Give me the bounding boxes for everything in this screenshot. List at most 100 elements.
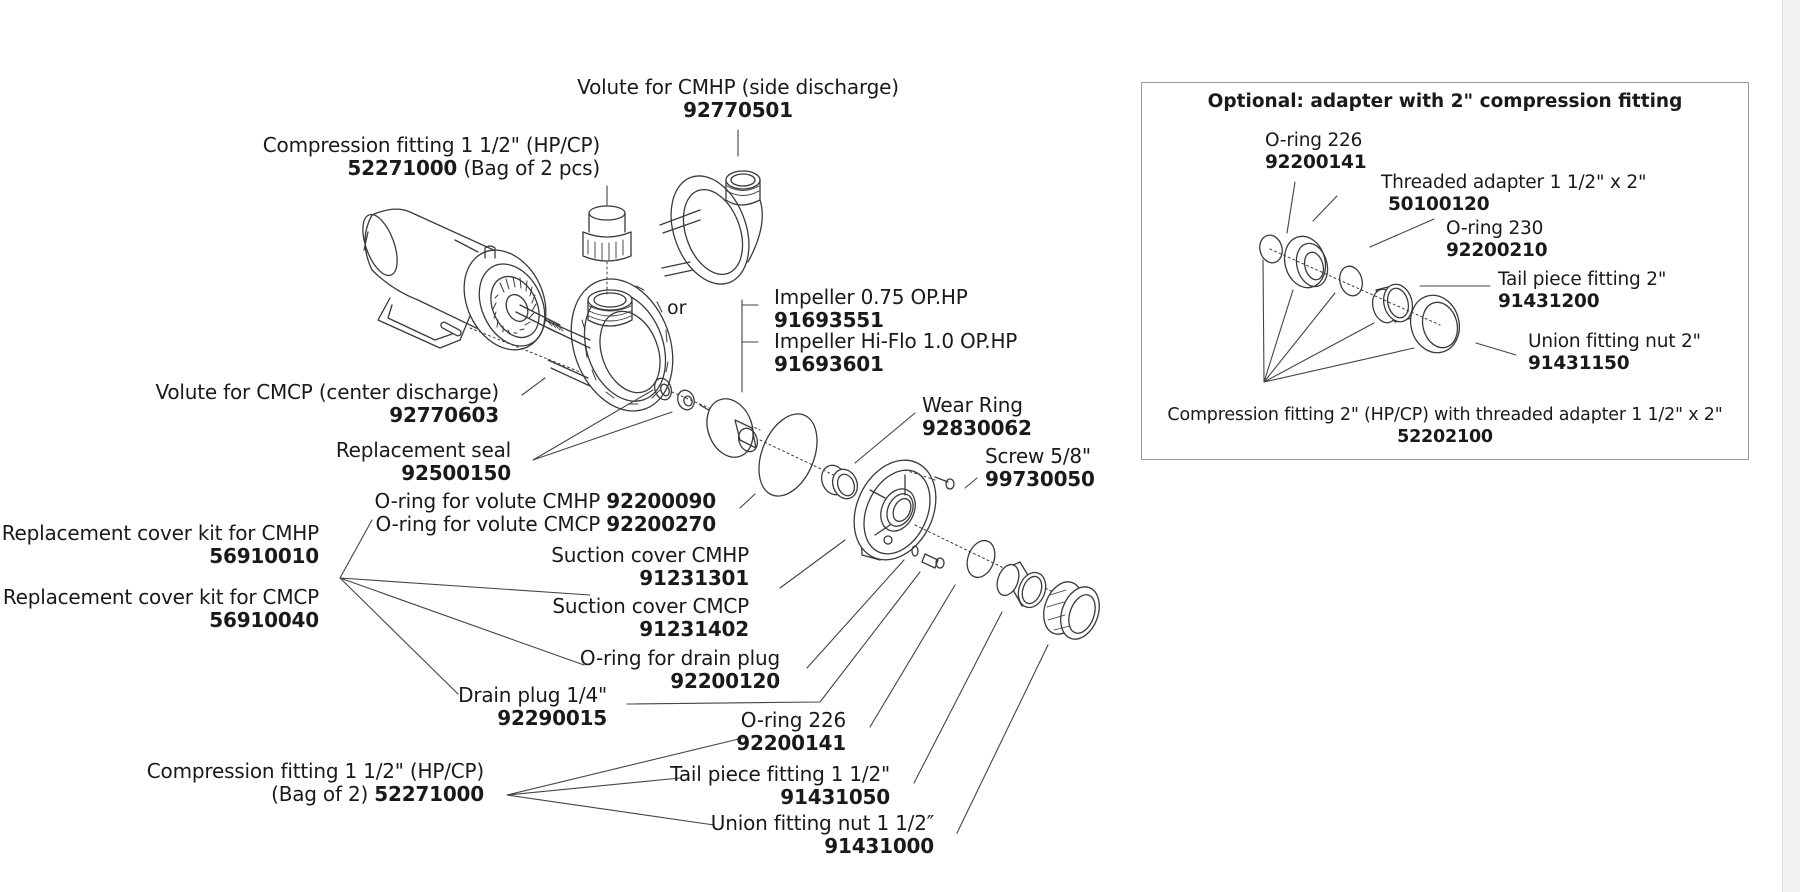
leader-lines (339, 129, 1049, 834)
part-name: Union fitting nut 1 1/2″ (710, 811, 934, 835)
part-number: 91231301 (639, 566, 749, 590)
vertical-scrollbar[interactable] (1782, 0, 1800, 892)
part-name: O-ring 226 (1265, 130, 1363, 151)
part-name: Screw 5/8" (985, 444, 1091, 468)
tailpiece-drawing (996, 561, 1047, 609)
part-note: (Bag of 2) (271, 782, 369, 806)
part-number: 56910040 (209, 608, 319, 632)
motor-drawing (362, 208, 564, 351)
part-name: Threaded adapter 1 1/2" x 2" (1381, 172, 1647, 193)
volute-cmhp-drawing (659, 170, 763, 285)
part-name: O-ring for drain plug (579, 646, 780, 670)
part-number: 92200141 (1265, 152, 1367, 173)
part-name: Compression fitting 1 1/2" (HP/CP) (262, 133, 600, 157)
part-number: 91431000 (824, 834, 934, 858)
label-suction-cmcp: Suction cover CMCP 91231402 (552, 595, 749, 641)
label-screw: Screw 5/8" 99730050 (985, 445, 1095, 491)
part-name: Replacement seal (335, 438, 511, 462)
volute-cmcp-drawing (544, 278, 674, 412)
part-number: 92200210 (1446, 240, 1548, 261)
impeller-drawing (699, 398, 759, 458)
label-union-nut-15: Union fitting nut 1 1/2″ 91431000 (711, 812, 934, 858)
seal-drawing (653, 377, 695, 411)
part-name: Drain plug 1/4" (458, 683, 607, 707)
optional-box-title: Optional: adapter with 2" compression fi… (1207, 91, 1683, 112)
oring-drain-drawing (911, 545, 919, 557)
label-opt-union-nut-2: Union fitting nut 2" 91431150 (1528, 331, 1701, 375)
label-impeller-hiflo: Impeller Hi-Flo 1.0 OP.HP 91693601 (774, 330, 1017, 376)
part-name: Impeller 0.75 OP.HP (774, 285, 968, 309)
label-opt-tailpiece-2: Tail piece fitting 2" 91431200 (1498, 269, 1666, 313)
label-volute-cmhp: Volute for CMHP (side discharge) 9277050… (538, 76, 938, 122)
wear-ring-drawing (820, 464, 859, 500)
label-oring-volute: O-ring for volute CMHP 92200090 O-ring f… (374, 490, 716, 536)
part-number: 92830062 (922, 416, 1032, 440)
label-impeller-075: Impeller 0.75 OP.HP 91693551 (774, 286, 968, 332)
part-number: 50100120 (1388, 194, 1490, 215)
part-name: Wear Ring (922, 393, 1023, 417)
label-wear-ring: Wear Ring 92830062 (922, 394, 1032, 440)
label-tailpiece-15: Tail piece fitting 1 1/2" 91431050 (670, 763, 890, 809)
label-opt-threaded-adapter: Threaded adapter 1 1/2" x 2" 50100120 (1381, 172, 1646, 216)
part-number: 91231402 (639, 617, 749, 641)
part-name: Tail piece fitting 1 1/2" (670, 762, 890, 786)
label-opt-oring-230: O-ring 230 92200210 (1446, 218, 1548, 262)
part-name: Replacement cover kit for CMCP (2, 585, 319, 609)
part-number: 91693601 (774, 352, 884, 376)
part-number: 91431150 (1528, 353, 1630, 374)
part-name: Compression fitting 2" (HP/CP) with thre… (1167, 405, 1723, 425)
part-number: 92200270 (606, 512, 716, 536)
part-number: 56910010 (209, 544, 319, 568)
part-number: 92770603 (389, 403, 499, 427)
part-number: 91431200 (1498, 291, 1600, 312)
oring-volute-drawing (758, 413, 818, 497)
or-text: or (667, 297, 687, 319)
part-number: 92500150 (401, 461, 511, 485)
label-volute-cmcp: Volute for CMCP (center discharge) 92770… (155, 381, 499, 427)
drain-plug-drawing (921, 553, 945, 569)
part-number: 91431050 (780, 785, 890, 809)
part-name: O-ring 230 (1446, 218, 1544, 239)
part-number: 92200120 (670, 669, 780, 693)
part-name: Tail piece fitting 2" (1498, 269, 1667, 290)
part-number: 92200141 (736, 731, 846, 755)
compression-fitting-top-drawing (582, 205, 632, 262)
suction-cover-drawing (853, 459, 937, 561)
part-name: Union fitting nut 2" (1528, 331, 1701, 352)
part-number: 92290015 (497, 706, 607, 730)
screw-drawing (934, 476, 955, 490)
part-name: O-ring for volute CMHP (374, 489, 601, 513)
part-name: O-ring 226 (740, 708, 846, 732)
label-opt-oring-226: O-ring 226 92200141 (1265, 130, 1367, 174)
part-name: Replacement cover kit for CMHP (1, 521, 319, 545)
part-note: (Bag of 2 pcs) (463, 156, 600, 180)
part-number: 92770501 (683, 98, 793, 122)
part-number: 52271000 (347, 156, 458, 180)
label-oring-drain: O-ring for drain plug 92200120 (580, 647, 780, 693)
part-number: 91693551 (774, 308, 884, 332)
part-number: 52202100 (1397, 427, 1493, 447)
part-number: 92200090 (606, 489, 716, 513)
part-name: Volute for CMHP (side discharge) (577, 75, 899, 99)
part-number: 99730050 (985, 467, 1095, 491)
part-name: O-ring for volute CMCP (375, 512, 601, 536)
part-name: Suction cover CMCP (552, 594, 749, 618)
optional-adapter-box: Optional: adapter with 2" compression fi… (1141, 82, 1749, 460)
label-drain-plug: Drain plug 1/4" 92290015 (458, 684, 607, 730)
optional-adapter-drawing (1259, 181, 1517, 383)
part-name: Impeller Hi-Flo 1.0 OP.HP (774, 329, 1018, 353)
part-number: 52271000 (374, 782, 484, 806)
part-name: Compression fitting 1 1/2" (HP/CP) (146, 759, 484, 783)
label-compression-top: Compression fitting 1 1/2" (HP/CP) 52271… (263, 134, 600, 180)
part-name: Suction cover CMHP (551, 543, 749, 567)
part-name: Volute for CMCP (center discharge) (155, 380, 499, 404)
union-nut-drawing (1043, 581, 1100, 640)
oring-226-drawing (966, 539, 996, 579)
label-seal: Replacement seal 92500150 (336, 439, 511, 485)
label-oring-226: O-ring 226 92200141 (736, 709, 846, 755)
label-opt-kit: Compression fitting 2" (HP/CP) with thre… (1141, 404, 1749, 448)
label-cover-kit-cmhp: Replacement cover kit for CMHP 56910010 (2, 522, 319, 568)
label-suction-cmhp: Suction cover CMHP 91231301 (551, 544, 749, 590)
